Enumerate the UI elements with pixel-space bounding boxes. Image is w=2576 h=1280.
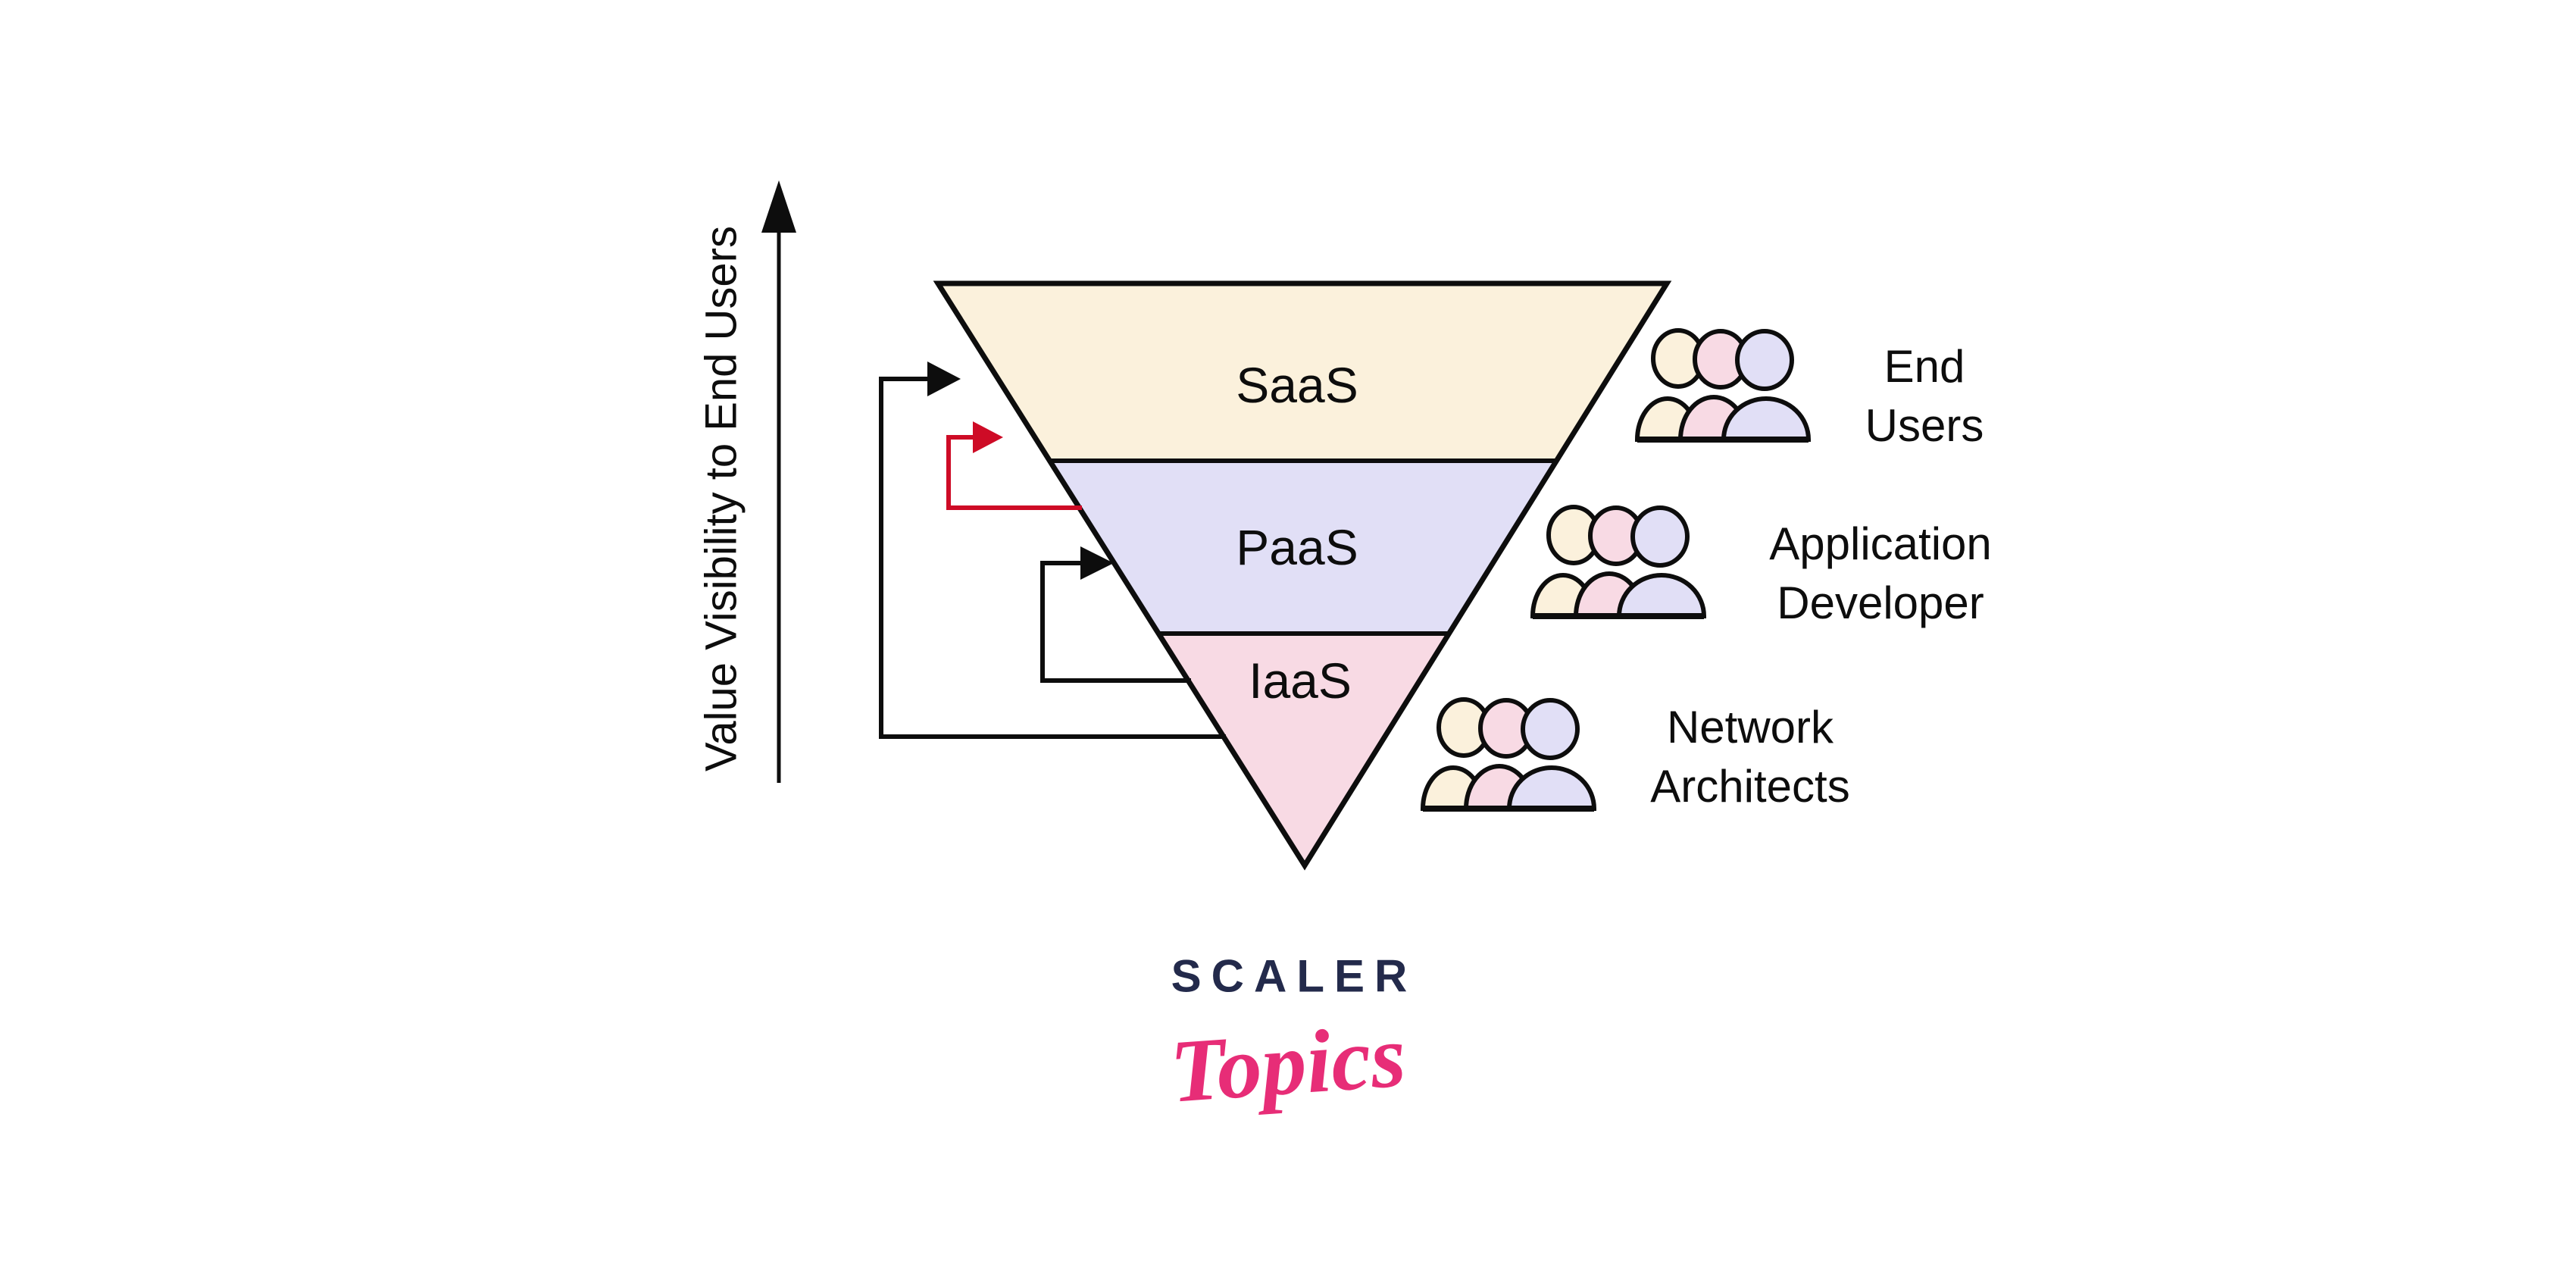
- saas-label: SaaS: [1236, 357, 1358, 413]
- end-users-label-line2: Users: [1865, 400, 1984, 451]
- application-developer-icon: [1533, 507, 1704, 616]
- arrow-iaas-to-paas: [1040, 546, 1191, 683]
- network-architects-label: Network Architects: [1650, 698, 1849, 816]
- scaler-topics-logo-script: Topics: [1167, 1006, 1409, 1122]
- arrowhead-icon: [927, 361, 961, 396]
- paas-band: [1049, 461, 1556, 634]
- red-arrowhead-icon: [973, 421, 1003, 453]
- scaler-logo-wordmark: SCALER: [1171, 950, 1418, 1002]
- end-users-label: End Users: [1865, 337, 1984, 455]
- network-architects-label-line1: Network: [1666, 702, 1834, 753]
- application-developer-label: Application Developer: [1769, 515, 1992, 633]
- iaas-band: [1158, 634, 1449, 865]
- axis-label: Value Visibility to End Users: [696, 226, 746, 771]
- network-architects-icon: [1423, 699, 1594, 809]
- application-developer-label-line2: Developer: [1777, 577, 1984, 628]
- iaas-label: IaaS: [1249, 653, 1352, 709]
- arrow-iaas-to-saas: [879, 361, 1226, 739]
- arrowhead-icon: [1080, 546, 1114, 580]
- arrow-paas-to-saas: [946, 421, 1082, 510]
- paas-label: PaaS: [1236, 519, 1358, 575]
- application-developer-label-line1: Application: [1769, 518, 1992, 569]
- axis-arrowhead-icon: [761, 180, 796, 233]
- end-users-icon: [1637, 330, 1809, 440]
- end-users-label-line1: End: [1884, 341, 1965, 392]
- inverted-pyramid: [933, 280, 1672, 871]
- value-visibility-axis: [761, 180, 796, 783]
- saas-band: [938, 283, 1667, 461]
- network-architects-label-line2: Architects: [1650, 761, 1850, 812]
